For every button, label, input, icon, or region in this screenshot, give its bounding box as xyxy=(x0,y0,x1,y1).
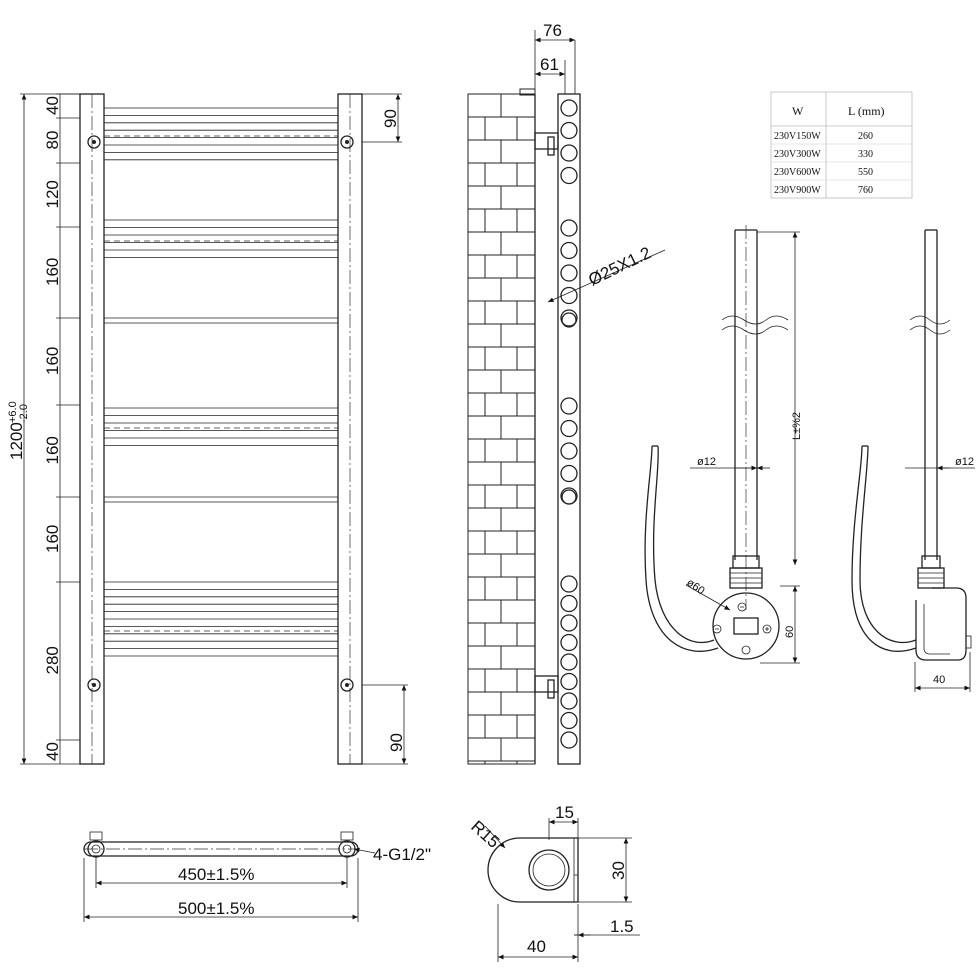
bracket-top-offset: 90 xyxy=(381,109,400,128)
bracket-bottom-left xyxy=(87,678,101,692)
dial-diameter: ø60 xyxy=(684,577,706,598)
spacing-label: 280 xyxy=(43,646,62,674)
box-depth: 40 xyxy=(933,674,945,686)
rail-bars xyxy=(104,107,338,657)
side-bracket-top xyxy=(534,132,559,150)
section-width: 40 xyxy=(527,937,546,956)
thread-spec: 4-G1/2" xyxy=(373,845,431,864)
height-tolerance-upper: +6.0 xyxy=(7,401,19,423)
tube-circle xyxy=(560,614,578,632)
tube-circle xyxy=(560,99,578,117)
spacing-dimensions: 40 80 120 160 160 160 160 280 40 xyxy=(43,93,80,761)
tube-circle xyxy=(560,575,578,593)
bracket-bottom-right xyxy=(340,678,354,692)
height-tolerance-lower: -2.0 xyxy=(18,404,30,423)
spacing-label: 160 xyxy=(43,258,62,286)
overall-width: 500±1.5% xyxy=(178,899,254,918)
spacing-label: 80 xyxy=(43,131,62,150)
tube-circle xyxy=(560,692,578,710)
spacing-label: 160 xyxy=(43,525,62,553)
table-cell-l: 760 xyxy=(858,185,873,196)
profile-outline xyxy=(487,837,579,903)
tube-circle xyxy=(561,312,577,328)
tube-cross-section: R15 15 30 1.5 40 xyxy=(467,803,640,962)
length-tolerance: L±%2 xyxy=(791,412,803,440)
table-cell-w: 230V600W xyxy=(774,167,821,178)
tube-circle xyxy=(560,672,578,691)
table-cell-l: 550 xyxy=(858,167,873,178)
spacing-label: 120 xyxy=(43,180,62,208)
tube-circle xyxy=(560,219,578,237)
depth-to-center: 61 xyxy=(540,55,559,74)
tube-circle xyxy=(560,731,578,749)
tube-circle xyxy=(560,442,578,460)
tube-circle xyxy=(560,653,578,671)
tube-circle xyxy=(560,144,578,162)
table-header-l: L (mm) xyxy=(848,104,885,118)
height-dimension: 1200 xyxy=(7,422,26,460)
spacing-label: 160 xyxy=(43,347,62,375)
tube-sections xyxy=(560,99,578,749)
side-bracket-bottom xyxy=(534,675,559,693)
display-window xyxy=(733,617,759,635)
bracket-bottom-offset: 90 xyxy=(387,733,406,752)
tube-circle xyxy=(560,633,578,652)
table-cell-l: 260 xyxy=(858,131,873,142)
spacing-label: 40 xyxy=(43,96,62,115)
heater-element-front: L±%2 ø12 ø60 60 xyxy=(644,225,803,664)
tube-circle xyxy=(560,711,578,730)
spacing-label: 40 xyxy=(43,742,62,761)
side-view: 76 61 Ø25X1.2 xyxy=(467,21,666,765)
tube-circle xyxy=(560,464,578,483)
table-cell-l: 330 xyxy=(858,149,873,160)
table-header-w: W xyxy=(792,104,804,118)
wattage-table: W L (mm) 230V150W 260 230V300W 330 230V600W 5… xyxy=(770,91,913,199)
table-cell-w: 230V150W xyxy=(774,131,821,142)
rod-diameter-side: ø12 xyxy=(955,456,974,468)
control-box-side xyxy=(915,587,967,661)
spacing-label: 160 xyxy=(43,436,62,464)
tube-circle xyxy=(560,241,578,260)
tube-circle xyxy=(560,594,578,613)
tube-circle xyxy=(561,489,577,505)
tube-circle xyxy=(560,286,578,305)
section-height: 30 xyxy=(609,861,628,880)
bracket-top-right xyxy=(340,135,354,149)
wall-thickness: 1.5 xyxy=(610,917,634,936)
brick-wall xyxy=(467,88,536,765)
dial-height: 60 xyxy=(784,626,796,638)
control-dial xyxy=(712,592,780,660)
top-view: 4-G1/2" 450±1.5% 500±1.5% xyxy=(83,831,431,922)
table-cell-w: 230V900W xyxy=(774,185,821,196)
tube-circle xyxy=(560,397,578,415)
tube-circle xyxy=(560,264,578,282)
depth-overall: 76 xyxy=(543,21,562,40)
bracket-top-left xyxy=(87,135,101,149)
tube-circle xyxy=(560,309,578,327)
front-view: 1200 +6.0 -2.0 40 80 120 160 160 160 160 28040 … xyxy=(7,93,408,765)
tube-diameter: Ø25X1.2 xyxy=(585,243,654,289)
tube-circle xyxy=(560,121,578,140)
offset-label: 15 xyxy=(555,803,574,822)
rod-diameter: ø12 xyxy=(697,456,716,468)
center-distance: 450±1.5% xyxy=(178,865,254,884)
rail-side-profile xyxy=(557,93,581,765)
table-cell-w: 230V300W xyxy=(774,149,821,160)
tube-circle xyxy=(560,166,578,185)
tube-circle xyxy=(560,419,578,438)
heater-element-side: ø12 40 xyxy=(851,229,975,692)
